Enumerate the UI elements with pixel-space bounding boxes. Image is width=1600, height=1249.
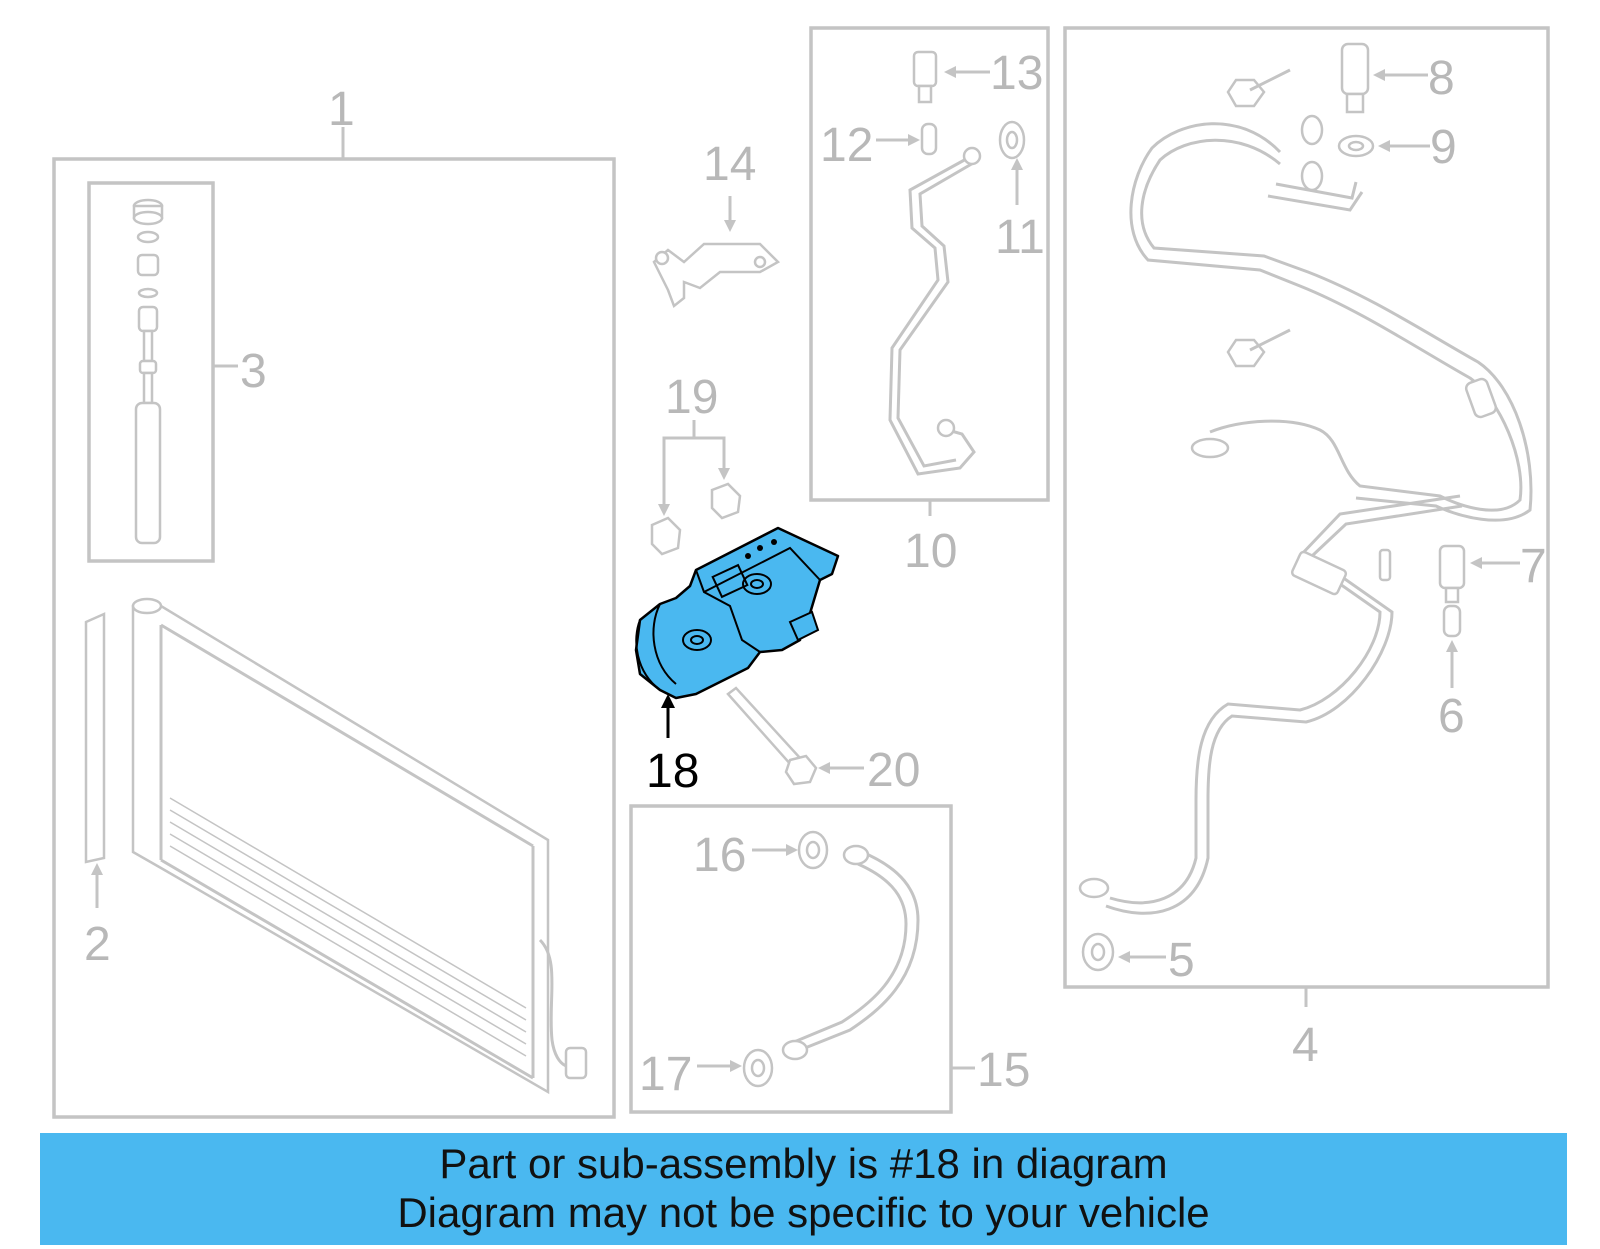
bushings-part-19: 19 [650, 371, 742, 556]
callout-7[interactable]: 7 [1520, 540, 1547, 593]
hose-group-10: 10 13 12 11 [809, 26, 1050, 578]
callout-13[interactable]: 13 [990, 47, 1043, 100]
callout-9[interactable]: 9 [1430, 121, 1457, 174]
callout-15[interactable]: 15 [977, 1044, 1030, 1097]
bolt-part-20: 20 [726, 686, 920, 797]
callout-10[interactable]: 10 [904, 525, 957, 578]
group-box-1 [52, 157, 616, 1119]
condenser-part [131, 597, 588, 1095]
caption-line-1: Part or sub-assembly is #18 in diagram [439, 1140, 1168, 1187]
callout-5[interactable]: 5 [1168, 934, 1195, 987]
group-box-15 [629, 804, 953, 1114]
seal-strip-part [84, 612, 106, 908]
caption-banner: Part or sub-assembly is #18 in diagram D… [40, 1133, 1567, 1245]
callout-2[interactable]: 2 [84, 918, 111, 971]
callout-8[interactable]: 8 [1428, 52, 1455, 105]
callout-12[interactable]: 12 [820, 119, 873, 172]
callout-17[interactable]: 17 [639, 1048, 692, 1101]
callout-20[interactable]: 20 [867, 744, 920, 797]
callout-6[interactable]: 6 [1438, 690, 1465, 743]
callout-1[interactable]: 1 [328, 83, 355, 136]
hose-group-4: 4 8 9 7 [1063, 26, 1550, 1072]
callout-4[interactable]: 4 [1292, 1019, 1319, 1072]
group-box-3 [87, 181, 215, 563]
condenser-group: 1 3 2 [52, 83, 616, 1119]
callout-18[interactable]: 18 [646, 745, 699, 798]
caption-line-2: Diagram may not be specific to your vehi… [397, 1189, 1210, 1236]
callout-11[interactable]: 11 [995, 211, 1045, 264]
receiver-drier-part [132, 198, 164, 545]
callout-16[interactable]: 16 [693, 829, 746, 882]
callout-19[interactable]: 19 [665, 371, 718, 424]
callout-14[interactable]: 14 [703, 138, 756, 191]
bracket-part-14: 14 [652, 138, 781, 309]
callout-3[interactable]: 3 [240, 345, 267, 398]
compressor-part-18[interactable] [634, 526, 840, 700]
hose-group-15: 15 16 17 [629, 804, 1030, 1114]
